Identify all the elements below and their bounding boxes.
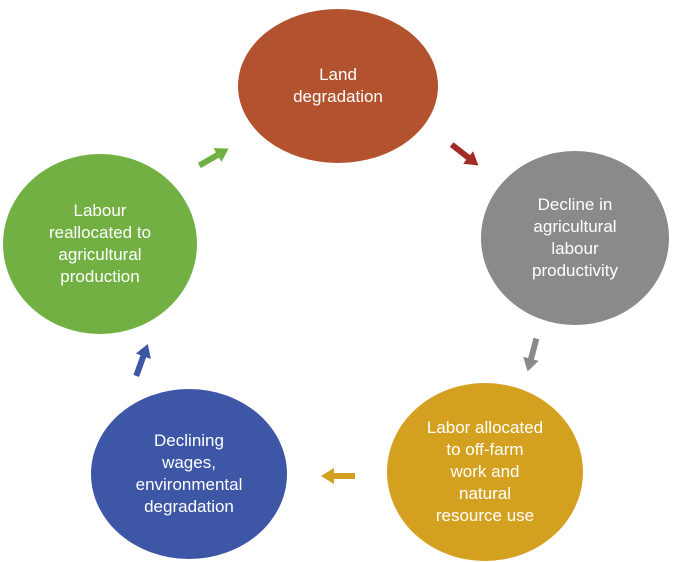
arrow-wages-to-realloc xyxy=(133,344,151,377)
node-label: Land degradation xyxy=(293,65,383,106)
node-labor-off-farm: Labor allocated to off-farm work and nat… xyxy=(387,383,583,561)
node-land-degradation: Land degradation xyxy=(238,9,438,163)
node-label: Decline in agricultural labour productiv… xyxy=(532,195,618,280)
node-declining-wages: Declining wages, environmental degradati… xyxy=(91,389,287,559)
node-label: Labour reallocated to agricultural produ… xyxy=(48,201,152,286)
arrow-realloc-to-land xyxy=(197,148,229,169)
arrow-labor-off-to-wages xyxy=(321,468,355,484)
arrow-decline-to-labor-off xyxy=(523,337,540,372)
node-label: Declining wages, environmental degradati… xyxy=(135,431,243,516)
arrow-land-to-decline xyxy=(449,142,479,166)
node-decline-productivity: Decline in agricultural labour productiv… xyxy=(481,151,669,325)
node-labour-reallocated: Labour reallocated to agricultural produ… xyxy=(3,154,197,334)
node-label: Labor allocated to off-farm work and nat… xyxy=(426,418,544,525)
